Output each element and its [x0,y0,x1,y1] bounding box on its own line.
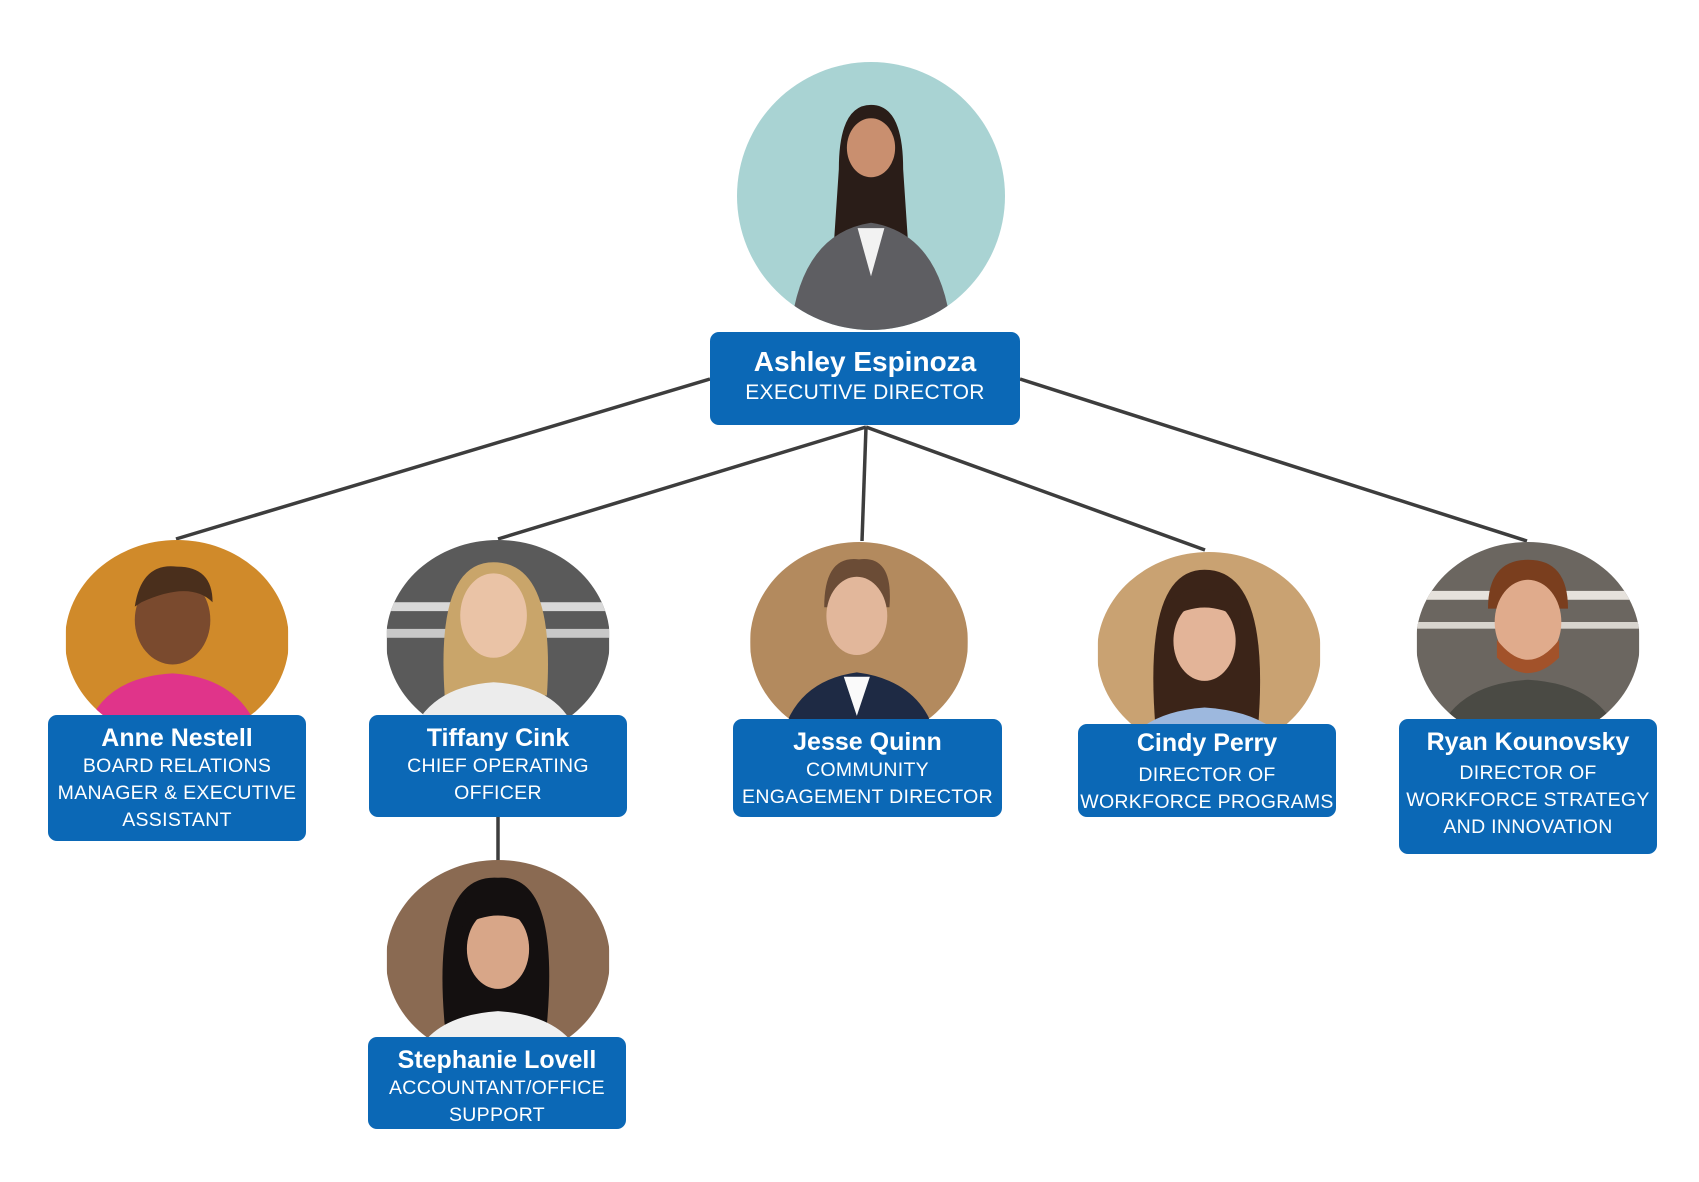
connector-root-anne [175,377,711,541]
person-name: Ashley Espinoza [753,346,977,377]
card-cindy-perry: Cindy Perry DIRECTOR OF WORKFORCE PROGRA… [1078,724,1336,817]
connector-root-cindy [865,425,1206,552]
person-title: DIRECTOR OF WORKFORCE STRATEGY AND INNOV… [1406,762,1650,838]
person-title: CHIEF OPERATING OFFICER [407,755,589,804]
card-stephanie-lovell: Stephanie Lovell ACCOUNTANT/OFFICE SUPPO… [368,1037,626,1129]
card-tiffany-cink: Tiffany Cink CHIEF OPERATING OFFICER [369,715,627,817]
person-title: ACCOUNTANT/OFFICE SUPPORT [389,1077,605,1126]
photo-jesse-quinn [750,542,968,742]
person-name: Anne Nestell [101,724,253,752]
person-name: Ryan Kounovsky [1426,728,1630,756]
photo-cindy-perry [1097,552,1321,752]
photo-anne-nestell [65,540,289,740]
connector-root-jesse [860,426,868,542]
person-name: Tiffany Cink [426,724,570,752]
card-anne-nestell: Anne Nestell BOARD RELATIONS MANAGER & E… [48,715,306,841]
person-title: DIRECTOR OF WORKFORCE PROGRAMS [1080,764,1334,813]
connector-root-tiffany [497,425,867,541]
person-name: Stephanie Lovell [397,1046,597,1074]
person-name: Jesse Quinn [793,728,942,756]
person-title: BOARD RELATIONS MANAGER & EXECUTIVE ASSI… [57,755,297,831]
person-title: COMMUNITY ENGAGEMENT DIRECTOR [742,759,993,808]
photo-stephanie-lovell [386,860,610,1060]
person-title: EXECUTIVE DIRECTOR [745,381,985,404]
person-name: Cindy Perry [1136,729,1278,757]
card-ashley-espinoza: Ashley Espinoza EXECUTIVE DIRECTOR [710,332,1020,425]
photo-tiffany-cink [386,540,610,740]
connector-root-ryan [1019,377,1528,543]
card-ryan-kounovsky: Ryan Kounovsky DIRECTOR OF WORKFORCE STR… [1399,719,1657,854]
card-jesse-quinn: Jesse Quinn COMMUNITY ENGAGEMENT DIRECTO… [733,719,1002,817]
photo-ryan-kounovsky [1416,542,1640,742]
photo-ashley-espinoza [737,62,1005,330]
